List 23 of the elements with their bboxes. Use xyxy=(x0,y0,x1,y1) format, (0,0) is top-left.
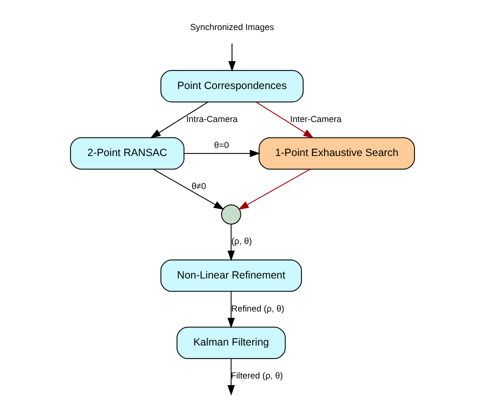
node-circle xyxy=(221,204,242,225)
arrow xyxy=(227,290,235,328)
node-box: Kalman Filtering xyxy=(176,326,286,360)
edge-label: Filtered (ρ, θ) xyxy=(230,370,283,381)
node-box: Non-Linear Refinement xyxy=(160,260,302,292)
node-box: Point Correspondences xyxy=(160,70,304,102)
edge-label: θ≠0 xyxy=(192,181,206,192)
arrow xyxy=(255,101,314,138)
node-text: Synchronized Images xyxy=(190,22,274,32)
edge-label: θ=0 xyxy=(214,140,229,150)
arrow xyxy=(227,224,235,262)
edge-label: (ρ, θ) xyxy=(231,236,252,246)
edge-label: Inter-Camera xyxy=(290,114,342,124)
arrow xyxy=(150,101,209,138)
node-box: 1-Point Exhaustive Search xyxy=(258,137,415,170)
arrow xyxy=(184,150,260,158)
edge-label: Intra-Camera xyxy=(186,114,238,124)
arrow xyxy=(238,168,311,210)
arrow xyxy=(153,168,224,210)
node-box: 2-Point RANSAC xyxy=(70,137,184,170)
edge-label: Refined (ρ, θ) xyxy=(231,303,284,314)
arrow xyxy=(227,358,235,396)
arrow xyxy=(228,43,236,72)
